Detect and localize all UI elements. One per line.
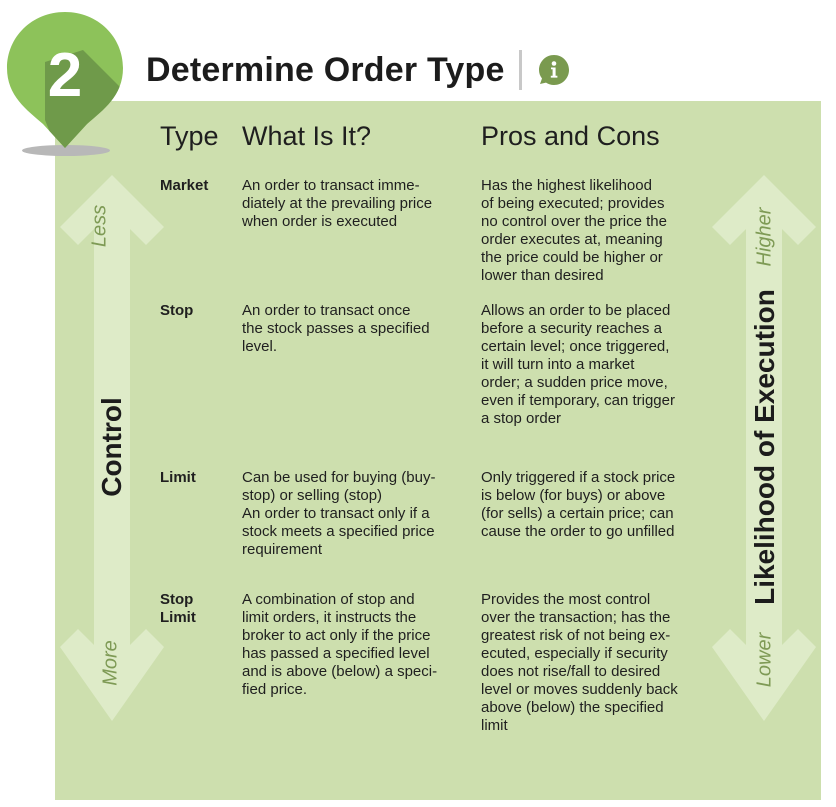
column-header-pros-cons: Pros and Cons <box>481 121 660 151</box>
row-stop-type: Stop <box>160 302 194 319</box>
title-divider <box>518 50 522 90</box>
control-arrow-icon <box>58 175 166 723</box>
row-market-what: An order to transact imme- diately at th… <box>242 177 433 230</box>
row-limit-type: Limit <box>160 469 196 486</box>
pin-shadow <box>22 145 110 156</box>
row-market-pros: Has the highest likelihood of being exec… <box>481 177 667 284</box>
step-number: 2 <box>48 41 82 110</box>
likelihood-axis-label: Likelihood of Execution <box>749 289 780 605</box>
control-more-label: More <box>99 640 122 686</box>
title-row: Determine Order Type <box>146 50 570 90</box>
column-header-what: What Is It? <box>242 121 372 151</box>
row-stop-limit-pros: Provides the most control over the trans… <box>481 591 678 734</box>
likelihood-higher-label: Higher <box>753 207 776 267</box>
content-panel <box>55 101 821 800</box>
likelihood-lower-label: Lower <box>753 632 776 688</box>
control-less-label: Less <box>88 204 111 248</box>
row-limit-pros: Only triggered if a stock price is below… <box>481 469 676 540</box>
likelihood-arrow-icon <box>710 175 818 723</box>
row-limit-what: Can be used for buying (buy- stop) or se… <box>242 469 436 558</box>
control-axis-label: Control <box>96 397 127 497</box>
row-stop-what: An order to transact once the stock pass… <box>242 302 430 355</box>
row-stop-limit-type: Stop Limit <box>160 591 196 626</box>
row-stop-pros: Allows an order to be placed before a se… <box>481 302 675 427</box>
info-icon[interactable] <box>538 54 570 86</box>
row-market-type: Market <box>160 177 209 194</box>
column-header-type: Type <box>160 121 219 151</box>
page-title: Determine Order Type <box>146 50 505 89</box>
step-pin-icon: 2 <box>5 10 125 150</box>
row-stop-limit-what: A combination of stop and limit orders, … <box>242 591 438 698</box>
